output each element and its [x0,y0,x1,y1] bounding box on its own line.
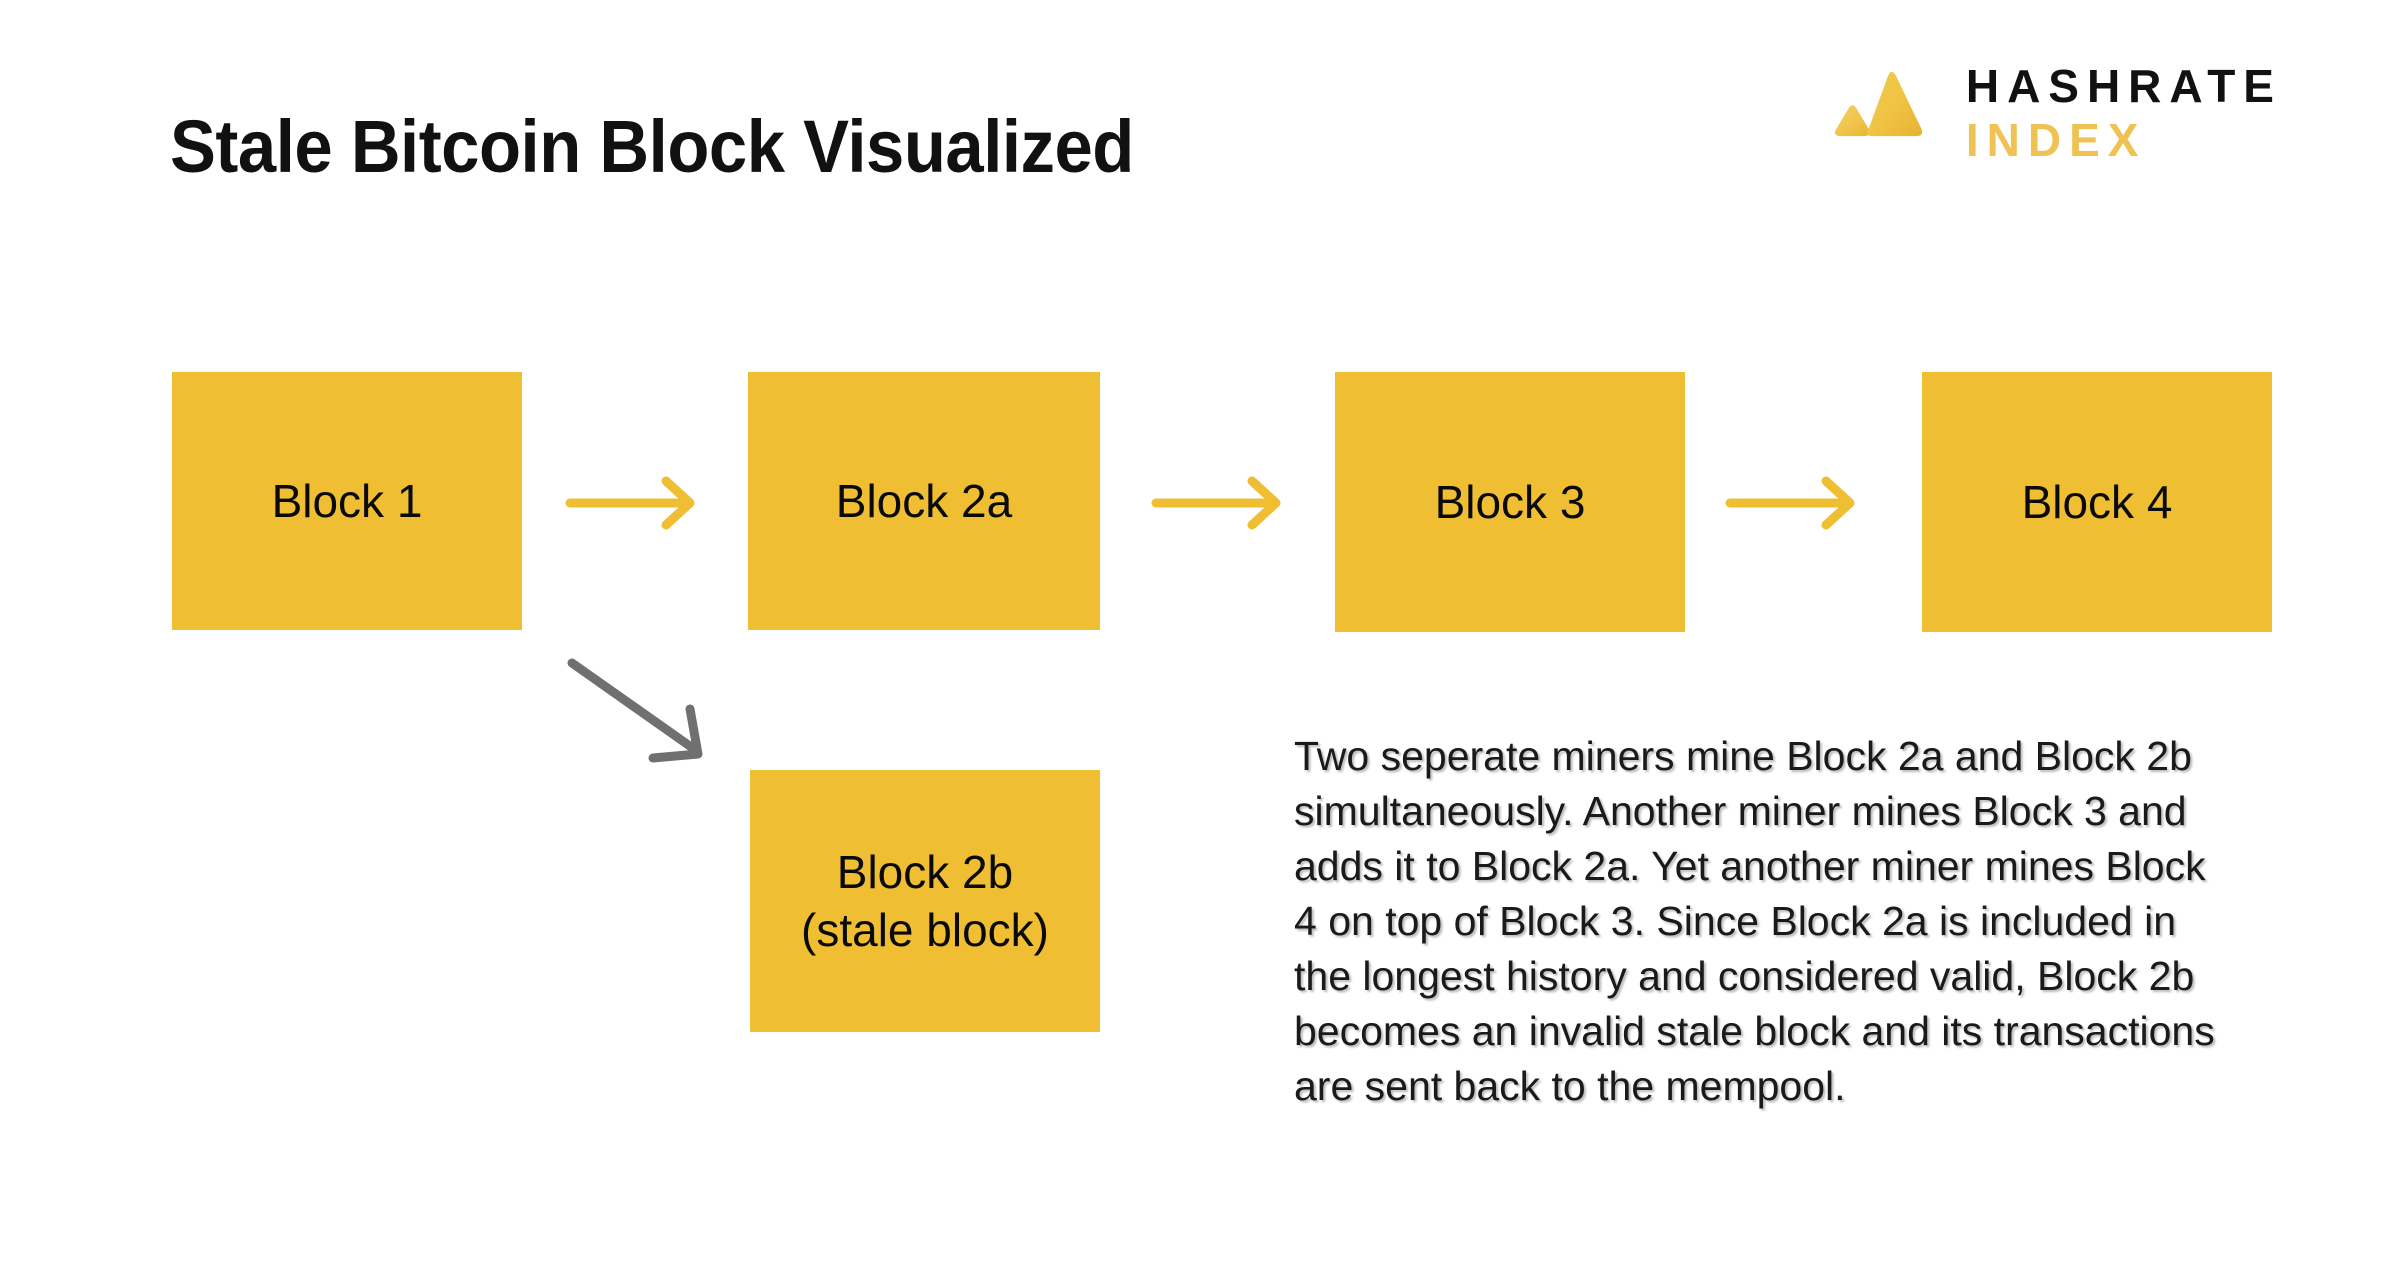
brand-name-index: INDEX [1965,114,2147,166]
diagram-block-3: Block 3 [1335,372,1685,632]
brand-name-hashrate: HASHRATE [1965,60,2282,112]
brand-logo: HASHRATE INDEX [1814,52,2282,170]
block-label: Block 2a [835,475,1013,527]
hashrate-index-mountain-icon [1834,71,1922,137]
arrow-right-icon-block1-to-block2a [565,476,695,530]
arrow-right-icon-block2a-to-block3 [1151,476,1281,530]
diagram-block-4: Block 4 [1922,372,2272,632]
arrow-right-icon-block3-to-block4 [1725,476,1855,530]
page-title: Stale Bitcoin Block Visualized [170,104,1134,188]
diagram-block-1: Block 1 [172,372,522,630]
diagram-block-2a: Block 2a [748,372,1100,630]
arrow-diagonal-down-right-icon-block1-to-block2b [567,658,703,763]
explanation-paragraph: Two seperate miners mine Block 2a and Bl… [1294,733,2215,1109]
block-label: Block 2b (stale block) [801,846,1049,956]
diagram-block-2b: Block 2b (stale block) [750,770,1100,1032]
brand-wordmark: HASHRATE INDEX [1966,58,2282,164]
block-label: Block 1 [271,475,423,527]
block-label: Block 3 [1434,476,1586,528]
block-label: Block 4 [2021,476,2173,528]
